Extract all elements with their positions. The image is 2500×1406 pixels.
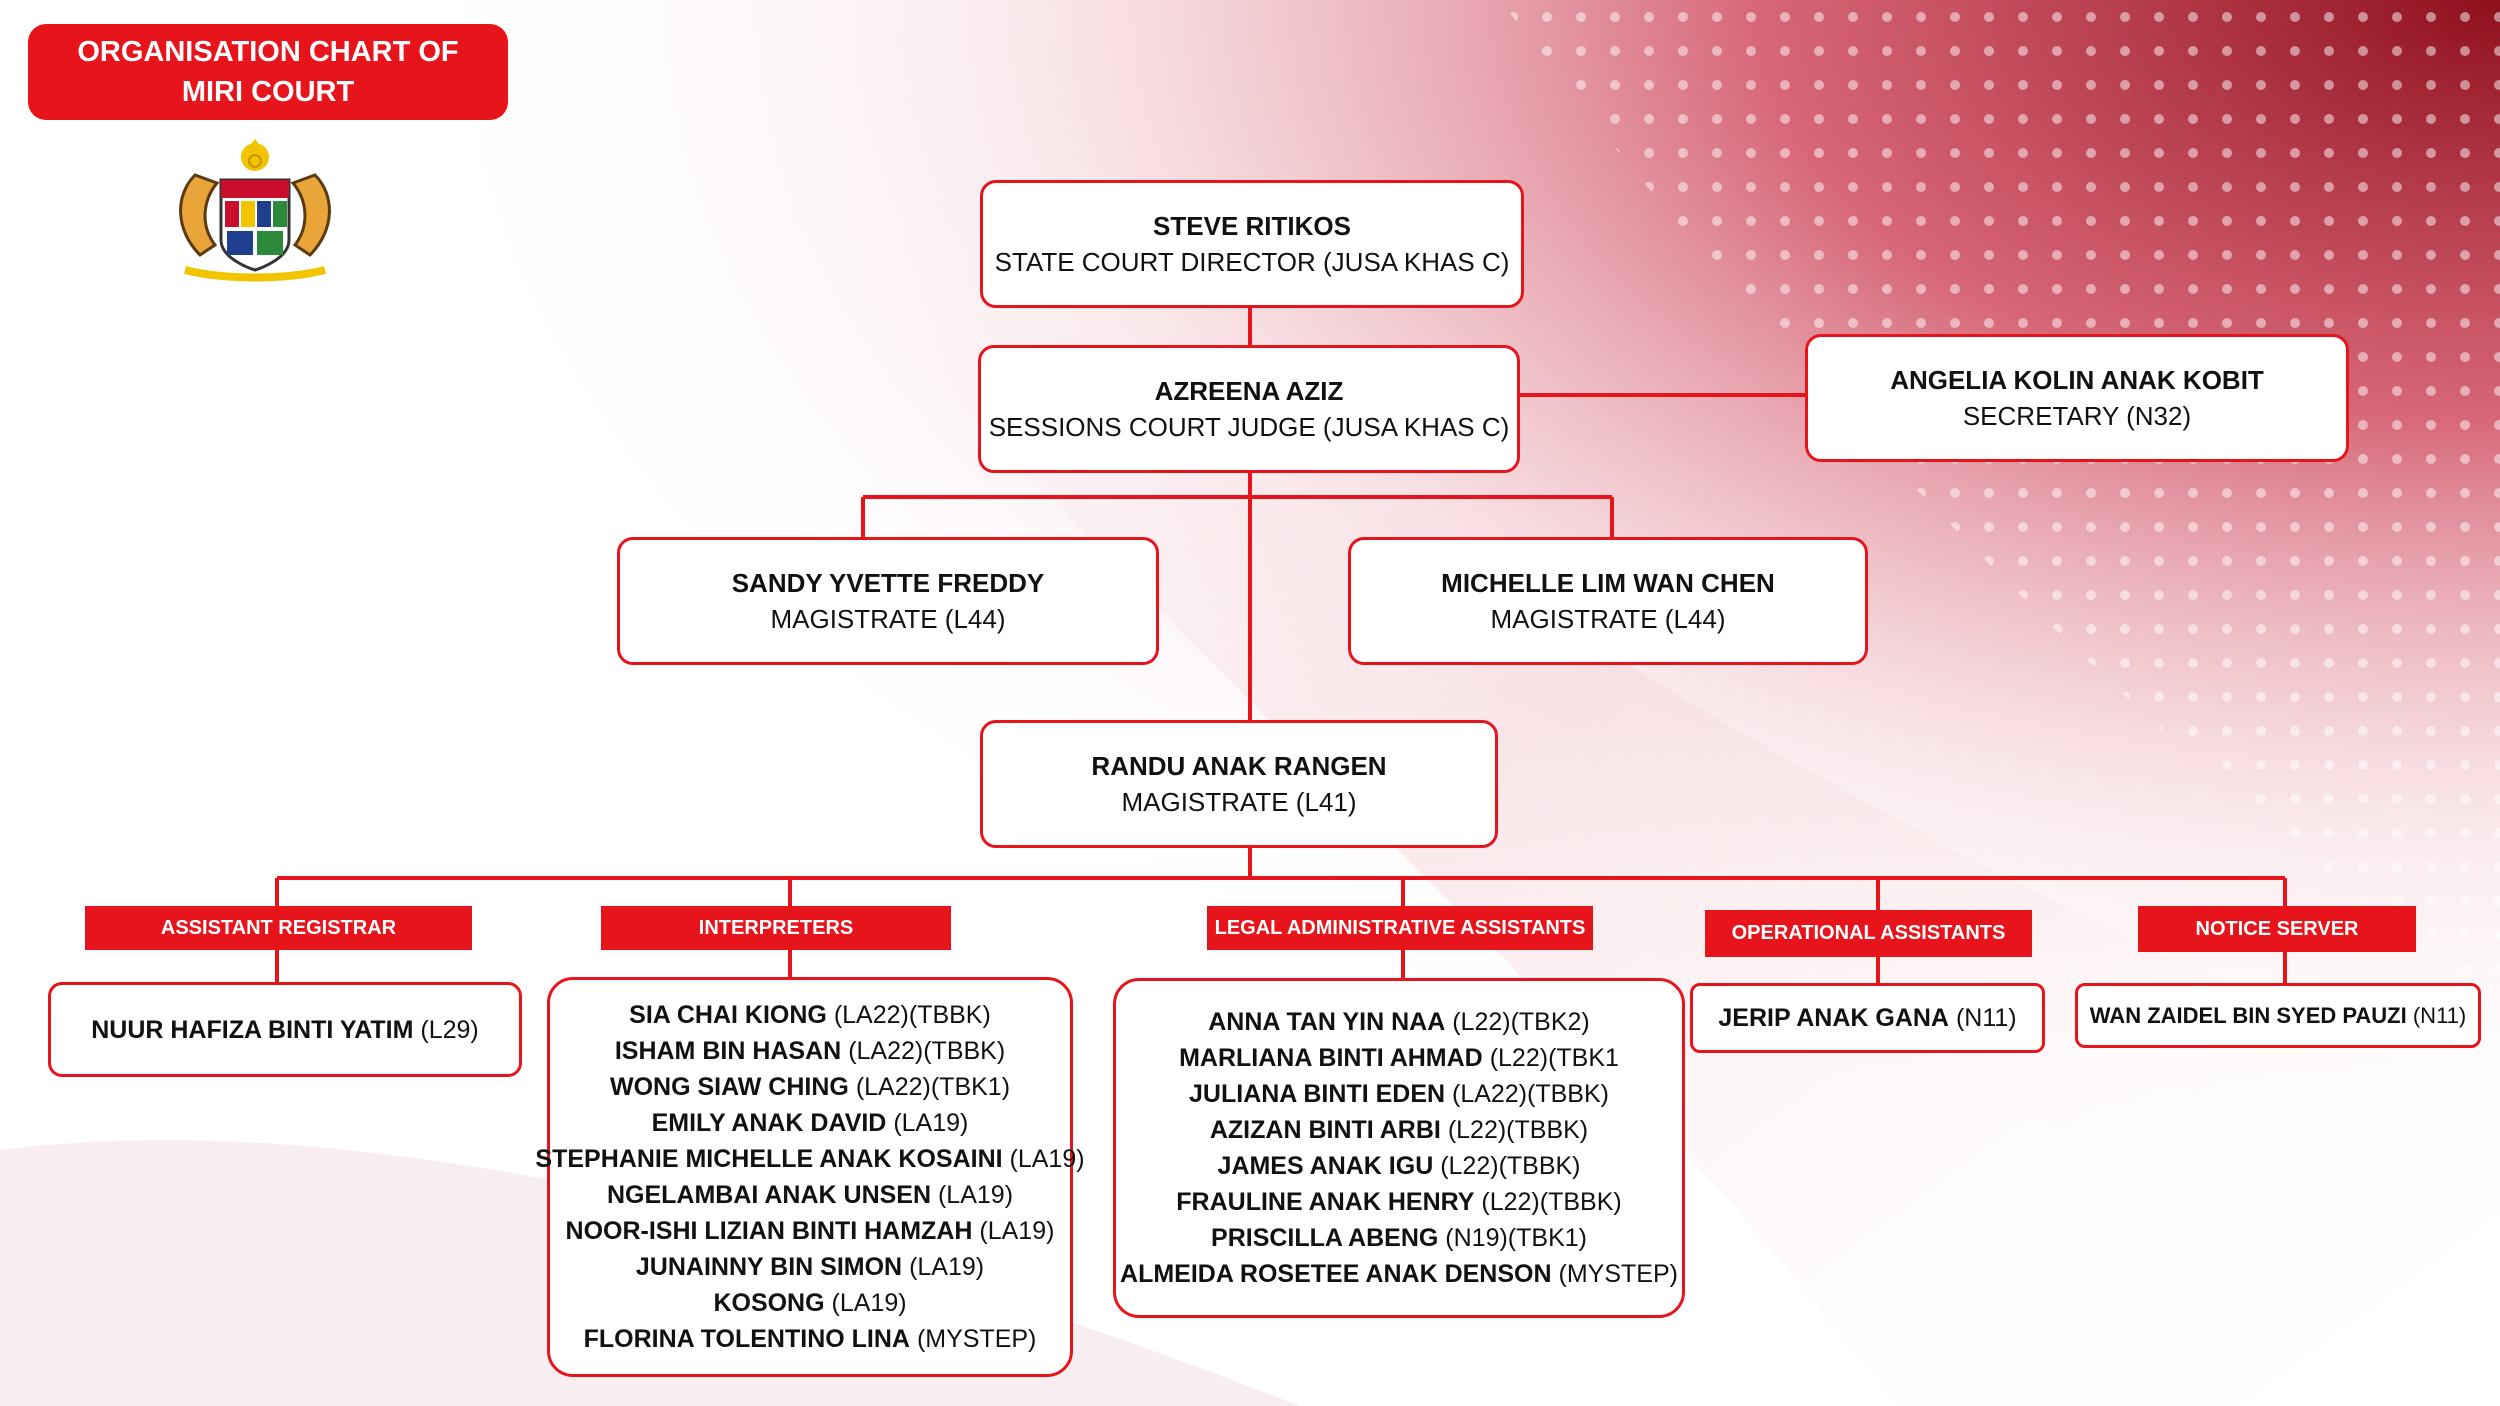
member-grade: (LA22)(TBBK): [848, 1037, 1006, 1065]
list-item: KOSONG (LA19): [713, 1285, 906, 1321]
node-name: SANDY YVETTE FREDDY: [731, 568, 1045, 598]
member-name: WONG SIAW CHING: [609, 1073, 849, 1101]
list-item: WONG SIAW CHING (LA22)(TBK1): [610, 1069, 1010, 1105]
node-name: AZREENA AZIZ: [1154, 376, 1344, 406]
node-position: MAGISTRATE (L44): [770, 604, 1006, 634]
label-assistant-registrar: ASSISTANT REGISTRAR: [85, 906, 472, 950]
member-grade: (LA19): [1009, 1145, 1085, 1173]
member-grade: (LA19): [893, 1109, 969, 1137]
label-legal-administrative-assistants: LEGAL ADMINISTRATIVE ASSISTANTS: [1207, 906, 1593, 950]
member-name: NGELAMBAI ANAK UNSEN: [606, 1181, 932, 1209]
list-item: PRISCILLA ABENG (N19)(TBK1): [1211, 1220, 1587, 1256]
member-grade: (L22)(TBK2): [1452, 1008, 1590, 1036]
member-name: ALMEIDA ROSETEE ANAK DENSON: [1120, 1260, 1552, 1288]
member-grade: (LA22)(TBBK): [1452, 1080, 1609, 1108]
node-name: ANGELIA KOLIN ANAK KOBIT: [1890, 365, 2264, 395]
member-name: MARLIANA BINTI AHMAD: [1179, 1044, 1483, 1072]
malaysia-coat-of-arms-icon: [179, 139, 331, 282]
list-item: ANNA TAN YIN NAA (L22)(TBK2): [1208, 1004, 1590, 1040]
member-grade: (L22)(TBBK): [1481, 1188, 1622, 1216]
node-position: SESSIONS COURT JUDGE (JUSA KHAS C): [988, 412, 1510, 442]
member-grade: (L29): [420, 1015, 479, 1044]
member-name: STEPHANIE MICHELLE ANAK KOSAINI: [535, 1145, 1003, 1173]
node-sessions-court-judge: AZREENA AZIZ SESSIONS COURT JUDGE (JUSA …: [978, 345, 1520, 473]
list-item: JERIP ANAK GANA (N11): [1718, 1000, 2016, 1036]
member-name: NUUR HAFIZA BINTI YATIM: [91, 1015, 414, 1044]
member-name: JAMES ANAK IGU: [1217, 1152, 1434, 1180]
label-interpreters: INTERPRETERS: [601, 906, 951, 950]
list-item: NOOR-ISHI LIZIAN BINTI HAMZAH (LA19): [566, 1213, 1055, 1249]
node-position: MAGISTRATE (L41): [1121, 787, 1357, 817]
node-magistrate-sandy: SANDY YVETTE FREDDY MAGISTRATE (L44): [617, 537, 1159, 665]
label-operational-assistants: OPERATIONAL ASSISTANTS: [1705, 910, 2032, 957]
member-grade: (LA19): [979, 1217, 1055, 1245]
list-item: JAMES ANAK IGU (L22)(TBBK): [1217, 1148, 1580, 1184]
member-grade: (L22)(TBK1: [1489, 1044, 1619, 1072]
member-grade: (LA22)(TBBK): [833, 1001, 991, 1029]
node-name: MICHELLE LIM WAN CHEN: [1441, 568, 1775, 598]
member-name: KOSONG: [713, 1289, 825, 1317]
chart-title: ORGANISATION CHART OF MIRI COURT: [28, 24, 508, 120]
node-name: STEVE RITIKOS: [1153, 211, 1351, 241]
list-item: NGELAMBAI ANAK UNSEN (LA19): [607, 1177, 1013, 1213]
member-name: FRAULINE ANAK HENRY: [1176, 1188, 1475, 1216]
member-grade: (LA19): [909, 1253, 985, 1281]
list-operational-assistants: JERIP ANAK GANA (N11): [1690, 983, 2045, 1053]
list-legal-administrative-assistants: ANNA TAN YIN NAA (L22)(TBK2) MARLIANA BI…: [1113, 978, 1685, 1318]
member-grade: (N11): [1955, 1004, 2017, 1032]
member-name: NOOR-ISHI LIZIAN BINTI HAMZAH: [565, 1217, 973, 1245]
list-item: SIA CHAI KIONG (LA22)(TBBK): [629, 997, 991, 1033]
chart-title-line2: MIRI COURT: [181, 76, 355, 108]
list-assistant-registrar: NUUR HAFIZA BINTI YATIM (L29): [48, 982, 522, 1077]
list-item: STEPHANIE MICHELLE ANAK KOSAINI (LA19): [535, 1141, 1084, 1177]
member-name: PRISCILLA ABENG: [1211, 1224, 1439, 1252]
member-name: JULIANA BINTI EDEN: [1189, 1080, 1446, 1108]
member-name: ANNA TAN YIN NAA: [1208, 1008, 1446, 1036]
node-magistrate-randu: RANDU ANAK RANGEN MAGISTRATE (L41): [980, 720, 1498, 848]
list-notice-server: WAN ZAIDEL BIN SYED PAUZI (N11): [2075, 983, 2481, 1048]
label-notice-server: NOTICE SERVER: [2138, 906, 2416, 952]
member-grade: (N11): [2412, 1002, 2467, 1028]
member-name: FLORINA TOLENTINO LINA: [583, 1325, 910, 1353]
list-item: FRAULINE ANAK HENRY (L22)(TBBK): [1176, 1184, 1621, 1220]
list-item: MARLIANA BINTI AHMAD (L22)(TBK1: [1179, 1040, 1619, 1076]
member-grade: (LA19): [937, 1181, 1014, 1209]
member-grade: (L22)(TBBK): [1447, 1116, 1589, 1144]
member-name: SIA CHAI KIONG: [629, 1001, 827, 1029]
list-item: FLORINA TOLENTINO LINA (MYSTEP): [584, 1321, 1037, 1357]
member-grade: (MYSTEP): [1558, 1260, 1678, 1288]
member-grade: (L22)(TBBK): [1440, 1152, 1581, 1180]
node-secretary: ANGELIA KOLIN ANAK KOBIT SECRETARY (N32): [1805, 334, 2349, 462]
list-item: WAN ZAIDEL BIN SYED PAUZI (N11): [2090, 998, 2467, 1034]
member-grade: (N19)(TBK1): [1445, 1224, 1587, 1252]
list-item: ISHAM BIN HASAN (LA22)(TBBK): [615, 1033, 1005, 1069]
list-interpreters: SIA CHAI KIONG (LA22)(TBBK) ISHAM BIN HA…: [535, 977, 1085, 1377]
member-name: ISHAM BIN HASAN: [614, 1037, 842, 1065]
member-grade: (LA22)(TBK1): [855, 1073, 1011, 1101]
member-name: AZIZAN BINTI ARBI: [1209, 1116, 1441, 1144]
node-magistrate-michelle: MICHELLE LIM WAN CHEN MAGISTRATE (L44): [1348, 537, 1868, 665]
list-item: JULIANA BINTI EDEN (LA22)(TBBK): [1189, 1076, 1609, 1112]
node-name: RANDU ANAK RANGEN: [1091, 751, 1387, 781]
node-position: SECRETARY (N32): [1962, 401, 2192, 431]
member-name: JUNAINNY BIN SIMON: [635, 1253, 903, 1281]
list-item: NUUR HAFIZA BINTI YATIM (L29): [91, 1012, 479, 1048]
list-item: EMILY ANAK DAVID (LA19): [652, 1105, 969, 1141]
member-name: JERIP ANAK GANA: [1718, 1004, 1949, 1032]
chart-title-line1: ORGANISATION CHART OF: [77, 36, 459, 68]
list-item: AZIZAN BINTI ARBI (L22)(TBBK): [1210, 1112, 1588, 1148]
node-state-court-director: STEVE RITIKOS STATE COURT DIRECTOR (JUSA…: [980, 180, 1524, 308]
node-position: STATE COURT DIRECTOR (JUSA KHAS C): [994, 247, 1510, 277]
member-name: WAN ZAIDEL BIN SYED PAUZI: [2089, 1002, 2407, 1028]
list-item: JUNAINNY BIN SIMON (LA19): [636, 1249, 984, 1285]
node-position: MAGISTRATE (L44): [1490, 604, 1726, 634]
member-grade: (LA19): [831, 1289, 907, 1317]
list-item: ALMEIDA ROSETEE ANAK DENSON (MYSTEP): [1120, 1256, 1678, 1292]
member-name: EMILY ANAK DAVID: [651, 1109, 887, 1137]
member-grade: (MYSTEP): [916, 1325, 1037, 1353]
